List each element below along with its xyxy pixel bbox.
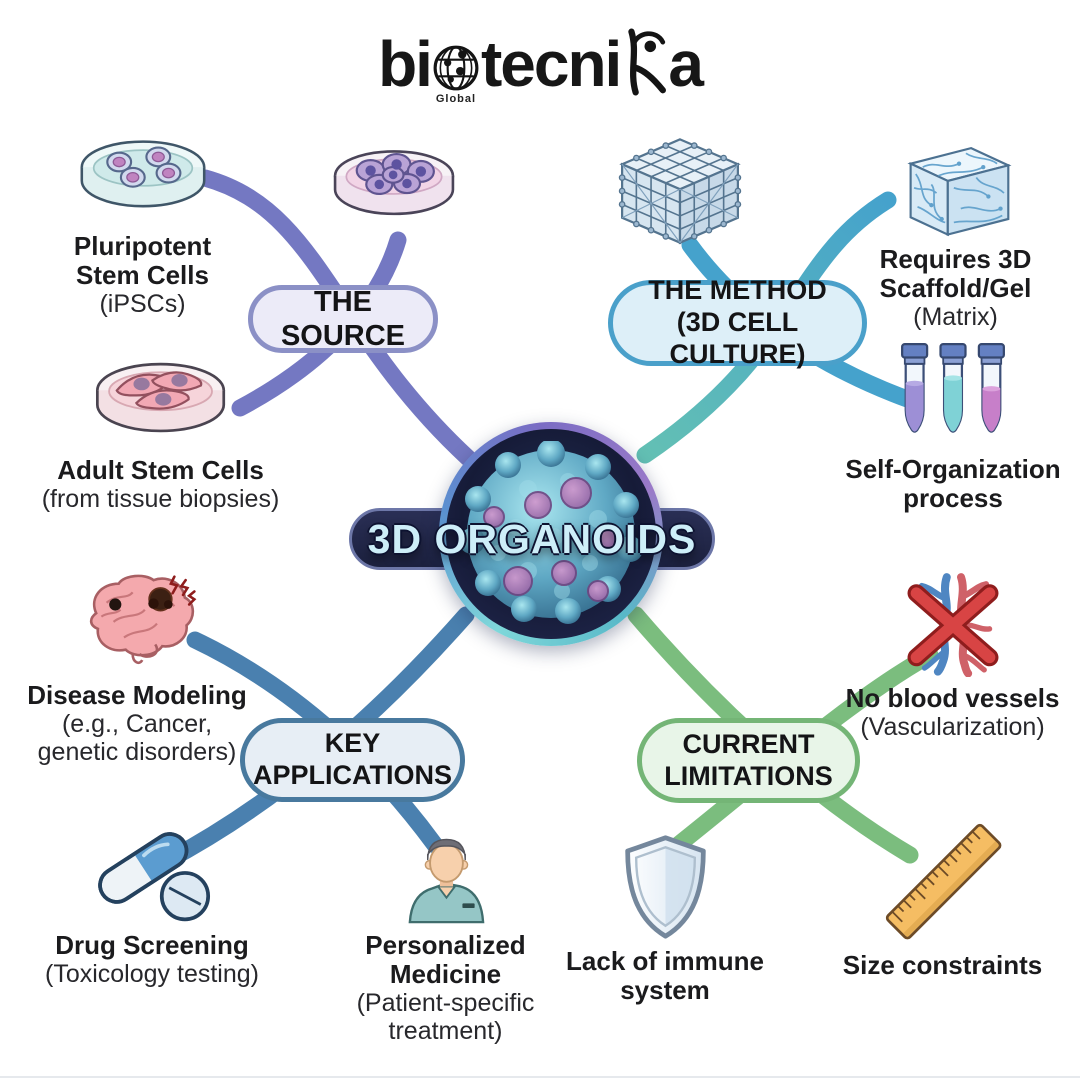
leaf-adult-stem-cells: Adult Stem Cells (from tissue biopsies) [28, 356, 293, 513]
pill-key-applications-label2: APPLICATIONS [252, 760, 452, 790]
ruler-icon [885, 823, 1001, 940]
leaf-self-organization-title: Self-Organization process [845, 454, 1061, 514]
pill-the-source: THE SOURCE [248, 285, 438, 353]
crossed-blood-vessels-icon [907, 573, 998, 677]
organoid-sphere [459, 441, 643, 624]
leaf-size-title: Size constraints [842, 950, 1043, 980]
logo-text-a: a [668, 28, 704, 100]
leaf-size-constraints: Size constraints [835, 818, 1050, 980]
hub-core [446, 429, 656, 639]
globe-icon [433, 45, 479, 91]
leaf-self-organization: Self-Organization process [838, 342, 1068, 513]
gel-matrix-cube-icon [906, 146, 1011, 237]
logo-global-label: Global [435, 93, 477, 105]
leaf-drug-screening: Drug Screening (Toxicology testing) [27, 820, 277, 988]
leaf-pluripotent-subtitle: (iPSCs) [99, 290, 186, 319]
leaf-scaffold-gel: Requires 3D Scaffold/Gel (Matrix) [858, 136, 1053, 331]
hub-title: 3D ORGANOIDS [367, 515, 697, 562]
lattice-scaffold-icon [618, 138, 742, 245]
brain-icon [89, 574, 197, 665]
leaf-vessels-subtitle: (Vascularization) [860, 713, 1045, 742]
petri-dish-round-cells-icon [80, 140, 205, 208]
shield-icon [624, 835, 706, 939]
branch-source-to-hub [196, 169, 477, 467]
pill-the-method-label1: THE METHOD [648, 275, 827, 306]
leaf-pluripotent: Pluripotent Stem Cells (iPSCs) [40, 133, 245, 318]
leaf-personalized-medicine: Personalized Medicine (Patient-specific … [348, 832, 543, 1045]
leaf-drug-title: Drug Screening [55, 930, 249, 960]
petri-dish-cluster-cells-icon [333, 150, 455, 216]
pill-key-applications: KEY APPLICATIONS [240, 718, 465, 802]
leaf-no-blood-vessels: No blood vessels (Vascularization) [840, 570, 1065, 741]
biotecnika-logo: bi Global tecni a [0, 26, 1080, 105]
hub-ring [439, 422, 663, 646]
pill-the-source-label: THE SOURCE [280, 285, 406, 352]
logo-text-tecni: tecni [480, 28, 622, 100]
pill-current-limitations: CURRENT LIMITATIONS [637, 718, 860, 803]
leaf-scaffold-cube [610, 134, 750, 248]
leaf-immune-title: Lack of immune system [566, 946, 764, 1006]
leaf-adult-title: Adult Stem Cells [57, 455, 264, 485]
leaf-pluripotent-title: Pluripotent Stem Cells [73, 231, 212, 291]
leaf-culture-dish [328, 142, 460, 232]
leaf-personalized-title: Personalized Medicine [365, 930, 526, 990]
leaf-drug-subtitle: (Toxicology testing) [45, 960, 259, 989]
centrifuge-tubes-icon [901, 343, 1005, 433]
dancer-k-icon [628, 28, 667, 96]
pill-current-limitations-label2: LIMITATIONS [664, 760, 833, 791]
pill-current-limitations-label1: CURRENT [682, 728, 815, 759]
leaf-vessels-title: No blood vessels [845, 683, 1060, 713]
leaf-adult-subtitle: (from tissue biopsies) [41, 485, 280, 514]
clinician-icon [408, 838, 484, 924]
leaf-immune: Lack of immune system [565, 834, 765, 1005]
leaf-disease-title: Disease Modeling [27, 680, 247, 710]
pills-icon [98, 832, 211, 922]
logo-text-bi: bi [378, 28, 433, 100]
leaf-scaffold-gel-title: Requires 3D Scaffold/Gel [879, 244, 1032, 304]
leaf-disease-subtitle: (e.g., Cancer, genetic disorders) [37, 710, 237, 767]
pill-the-method-label2: (3D CELL CULTURE) [669, 307, 806, 369]
leaf-scaffold-gel-subtitle: (Matrix) [913, 303, 998, 332]
bottom-hairline [0, 1076, 1080, 1078]
pill-the-method: THE METHOD (3D CELL CULTURE) [608, 275, 867, 369]
pill-key-applications-label1: KEY [324, 728, 381, 759]
petri-dish-spindle-cells-icon [95, 362, 225, 433]
leaf-personalized-subtitle: (Patient-specific treatment) [356, 989, 535, 1046]
leaf-disease-modeling: Disease Modeling (e.g., Cancer, genetic … [22, 568, 252, 766]
